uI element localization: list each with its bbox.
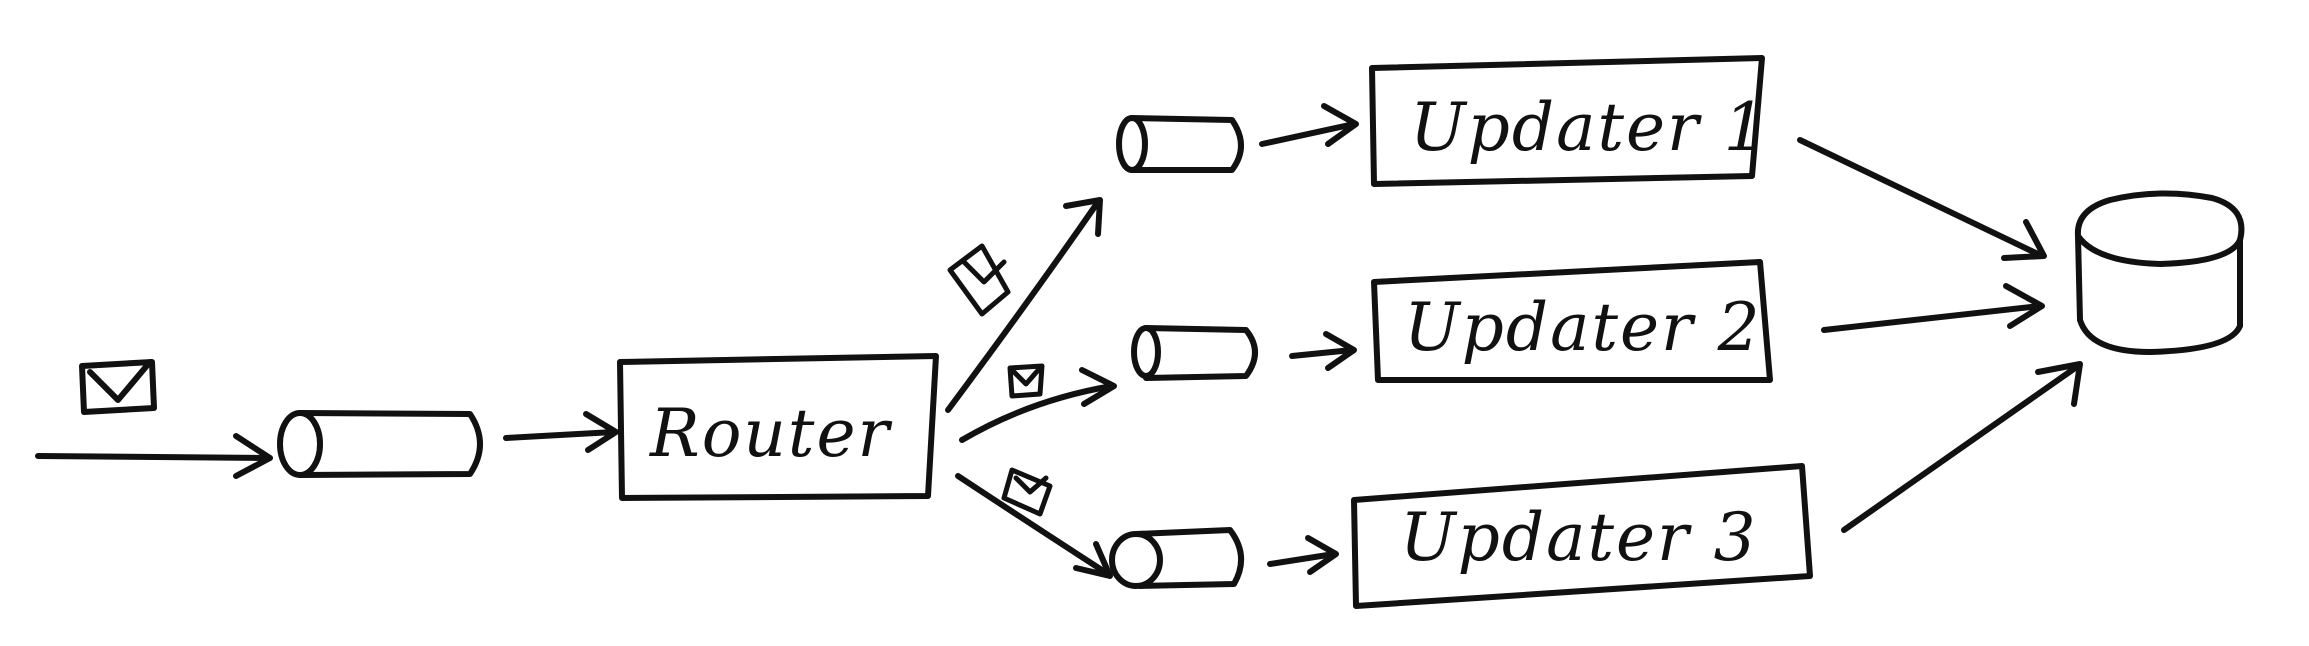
input-queue-cylinder-icon xyxy=(277,410,483,478)
queue-3-cylinder-icon xyxy=(1109,527,1244,589)
queue2-to-updater2-arrow xyxy=(1289,331,1357,371)
router-node: Router xyxy=(617,353,939,501)
queue-2-cylinder-icon xyxy=(1131,325,1258,381)
input-arrow xyxy=(35,433,273,479)
updater-3-node: Updater 3 xyxy=(1351,463,1813,609)
queue-1-cylinder-icon xyxy=(1116,115,1244,173)
routed-message-3-icon xyxy=(1001,467,1053,517)
updater3-to-database-arrow xyxy=(1841,361,2083,533)
database-icon xyxy=(2074,190,2245,355)
updater-2-node: Updater 2 xyxy=(1371,259,1773,383)
updater2-to-database-arrow xyxy=(1821,283,2045,333)
updater-3-label: Updater 3 xyxy=(1400,499,1758,576)
router-to-queue2-arrow xyxy=(959,367,1117,443)
queue3-to-updater3-arrow xyxy=(1267,535,1339,575)
queue-to-router-arrow xyxy=(503,411,619,453)
queue1-to-updater1-arrow xyxy=(1259,103,1359,147)
incoming-message-envelope-icon xyxy=(79,359,157,415)
router-label: Router xyxy=(649,395,893,472)
routed-message-1-icon xyxy=(947,243,1011,317)
updater-1-label: Updater 1 xyxy=(1410,89,1768,166)
router-to-queue3-arrow xyxy=(955,473,1113,579)
updater-1-node: Updater 1 xyxy=(1369,55,1768,187)
router-to-queue1-arrow xyxy=(945,197,1103,413)
updater1-to-database-arrow xyxy=(1797,137,2047,261)
routed-message-2-icon xyxy=(1007,363,1045,399)
updater-2-label: Updater 2 xyxy=(1404,289,1762,366)
